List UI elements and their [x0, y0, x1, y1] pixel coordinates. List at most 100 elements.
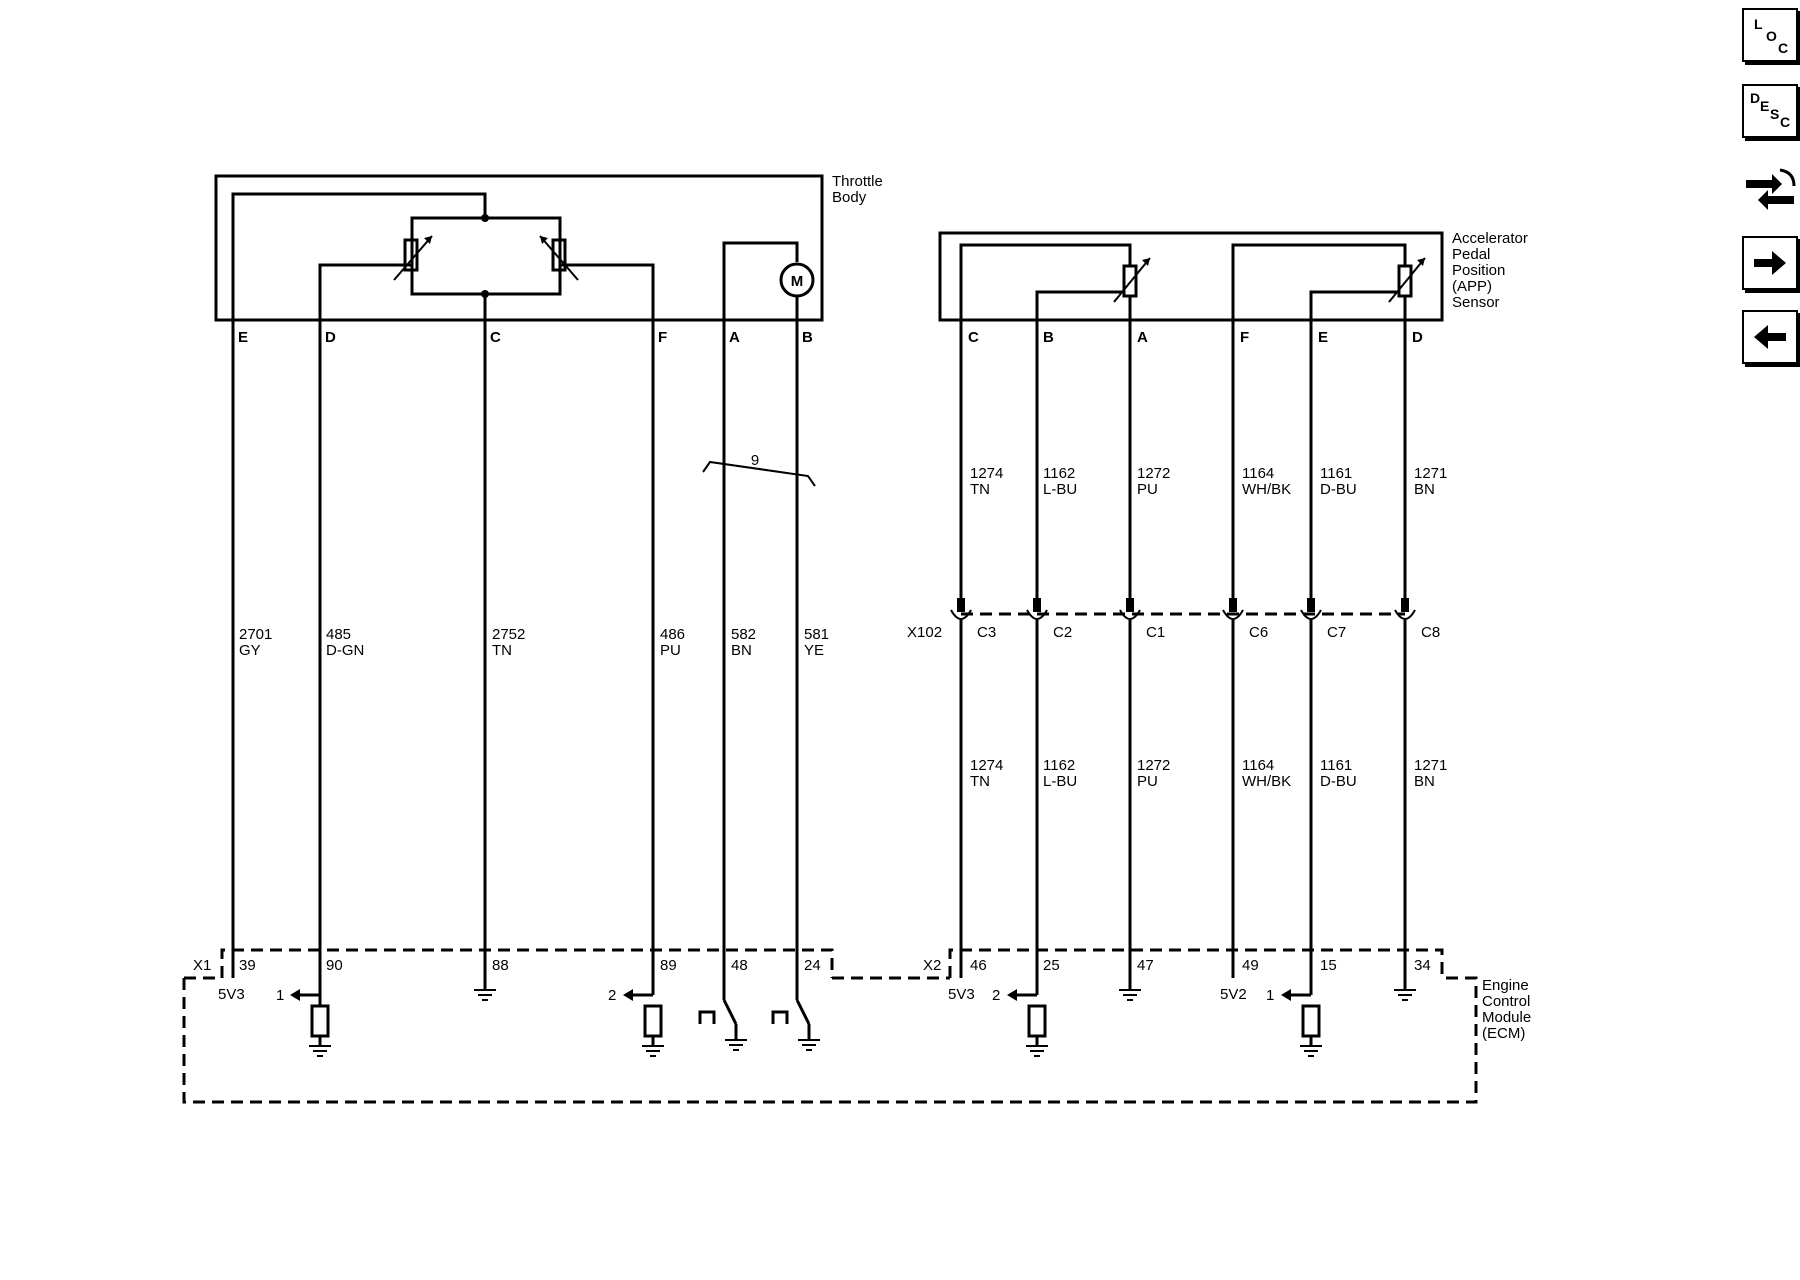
- twisted-pair-symbol: [702, 460, 816, 487]
- app-pin-a: A: [1137, 329, 1148, 346]
- app-lower-circuit-1271: 1271: [1414, 757, 1447, 774]
- x1-pin-90: 90: [326, 957, 343, 974]
- app-lower-circuit-1161: 1161: [1320, 757, 1352, 774]
- wire-color-gy: GY: [239, 642, 261, 659]
- app-lower-color-l-bu: L-BU: [1043, 773, 1077, 790]
- app-sensor-label-3: Position: [1452, 262, 1505, 279]
- wire-color-bn: BN: [731, 642, 752, 659]
- desc-glyph-s: S: [1770, 106, 1780, 122]
- app-upper-circuit-1272: 1272: [1137, 465, 1170, 482]
- app-upper-color-tn: TN: [970, 481, 990, 498]
- tps1-resistor-icon: [403, 238, 419, 272]
- app-sensor-label-5: Sensor: [1452, 294, 1500, 311]
- loc-glyph-l: L: [1754, 16, 1763, 32]
- app-lower-circuit-1272: 1272: [1137, 757, 1170, 774]
- app-pin-f: F: [1240, 329, 1249, 346]
- x102-pin-c2: C2: [1053, 624, 1072, 641]
- wire-circuit-485: 485: [326, 626, 351, 643]
- wire-color-d-gn: D-GN: [326, 642, 364, 659]
- previous-page-icon[interactable]: [1742, 310, 1798, 364]
- ecm-label-2: Control: [1482, 993, 1530, 1010]
- x102-pin-c3: C3: [977, 624, 996, 641]
- app-lower-color-tn: TN: [970, 773, 990, 790]
- desc-icon[interactable]: D E S C: [1742, 84, 1798, 138]
- x2-signal-1-label: 1: [1266, 987, 1274, 1004]
- app-upper-circuit-1162: 1162: [1043, 465, 1075, 482]
- x102-inline-connector: [950, 598, 1416, 620]
- app-pin-c: C: [968, 329, 979, 346]
- throttle-body-label-2: Body: [832, 189, 867, 206]
- app-lower-circuit-1162: 1162: [1043, 757, 1075, 774]
- x2-pin-49: 49: [1242, 957, 1259, 974]
- wire-color-tn: TN: [492, 642, 512, 659]
- twisted-pair-count: 9: [751, 452, 759, 469]
- throttle-pin-b: B: [802, 329, 813, 346]
- app-sensor-component: Accelerator Pedal Position (APP) Sensor: [938, 230, 1528, 322]
- app-sensor-label-1: Accelerator: [1452, 230, 1528, 247]
- wire-circuit-2752: 2752: [492, 626, 525, 643]
- ecm-label-4: (ECM): [1482, 1025, 1525, 1042]
- app-upper-color-wh-bk: WH/BK: [1242, 481, 1291, 498]
- x2-pin-47: 47: [1137, 957, 1154, 974]
- app-upper-circuit-1271: 1271: [1414, 465, 1447, 482]
- app-sensor-label-4: (APP): [1452, 278, 1492, 295]
- x2-pin-15: 15: [1320, 957, 1337, 974]
- ecm-label-1: Engine: [1482, 977, 1529, 994]
- x2-5v3-label: 5V3: [948, 986, 975, 1003]
- throttle-pin-c: C: [490, 329, 501, 346]
- throttle-body-label-1: Throttle: [832, 173, 883, 190]
- wire-color-pu: PU: [660, 642, 681, 659]
- throttle-pin-d: D: [325, 329, 336, 346]
- loc-glyph-o: O: [1766, 28, 1777, 44]
- ecm-component: [182, 948, 1478, 1104]
- x102-label: X102: [907, 624, 942, 641]
- app-upper-circuit-1164: 1164: [1242, 465, 1274, 482]
- app-upper-color-l-bu: L-BU: [1043, 481, 1077, 498]
- app-upper-color-bn: BN: [1414, 481, 1435, 498]
- x1-5v3-label: 5V3: [218, 986, 245, 1003]
- throttle-pin-f: F: [658, 329, 667, 346]
- x2-signal-2-label: 2: [992, 987, 1000, 1004]
- app-lower-color-d-bu: D-BU: [1320, 773, 1357, 790]
- x1-pin-39: 39: [239, 957, 256, 974]
- wire-circuit-581: 581: [804, 626, 829, 643]
- loc-icon[interactable]: L O C: [1742, 8, 1798, 62]
- ecm-label-3: Module: [1482, 1009, 1531, 1026]
- x102-pin-c6: C6: [1249, 624, 1268, 641]
- x102-pin-c8: C8: [1421, 624, 1440, 641]
- app-upper-color-d-bu: D-BU: [1320, 481, 1357, 498]
- wire-circuit-486: 486: [660, 626, 685, 643]
- app-upper-circuit-1274: 1274: [970, 465, 1003, 482]
- x1-pin-24: 24: [804, 957, 821, 974]
- app-lower-circuit-1274: 1274: [970, 757, 1003, 774]
- next-page-icon[interactable]: [1742, 236, 1798, 290]
- x2-pin-46: 46: [970, 957, 987, 974]
- app-upper-color-pu: PU: [1137, 481, 1158, 498]
- app-upper-circuit-1161: 1161: [1320, 465, 1352, 482]
- x2-label: X2: [923, 957, 941, 974]
- loc-glyph-c: C: [1778, 40, 1789, 56]
- x2-pin-25: 25: [1043, 957, 1060, 974]
- x1-signal-1-label: 1: [276, 987, 284, 1004]
- throttle-pin-e: E: [238, 329, 248, 346]
- app-sensor-label-2: Pedal: [1452, 246, 1490, 263]
- app-pin-d: D: [1412, 329, 1423, 346]
- x102-pin-c7: C7: [1327, 624, 1346, 641]
- app-lower-color-pu: PU: [1137, 773, 1158, 790]
- x1-pin-89: 89: [660, 957, 677, 974]
- wire-circuit-2701: 2701: [239, 626, 272, 643]
- wire-color-ye: YE: [804, 642, 824, 659]
- app-pin-b: B: [1043, 329, 1054, 346]
- desc-glyph-d: D: [1750, 90, 1761, 106]
- x2-pin-34: 34: [1414, 957, 1431, 974]
- x1-signal-2-label: 2: [608, 987, 616, 1004]
- x1-pin-88: 88: [492, 957, 509, 974]
- ecm-signal-circuits: 1 2 2 1: [276, 987, 1322, 1057]
- wire-circuit-582: 582: [731, 626, 756, 643]
- x102-pin-c1: C1: [1146, 624, 1165, 641]
- app-lower-circuit-1164: 1164: [1242, 757, 1274, 774]
- throttle-pin-a: A: [729, 329, 740, 346]
- connector-repair-icon[interactable]: [1742, 162, 1798, 216]
- x1-pin-48: 48: [731, 957, 748, 974]
